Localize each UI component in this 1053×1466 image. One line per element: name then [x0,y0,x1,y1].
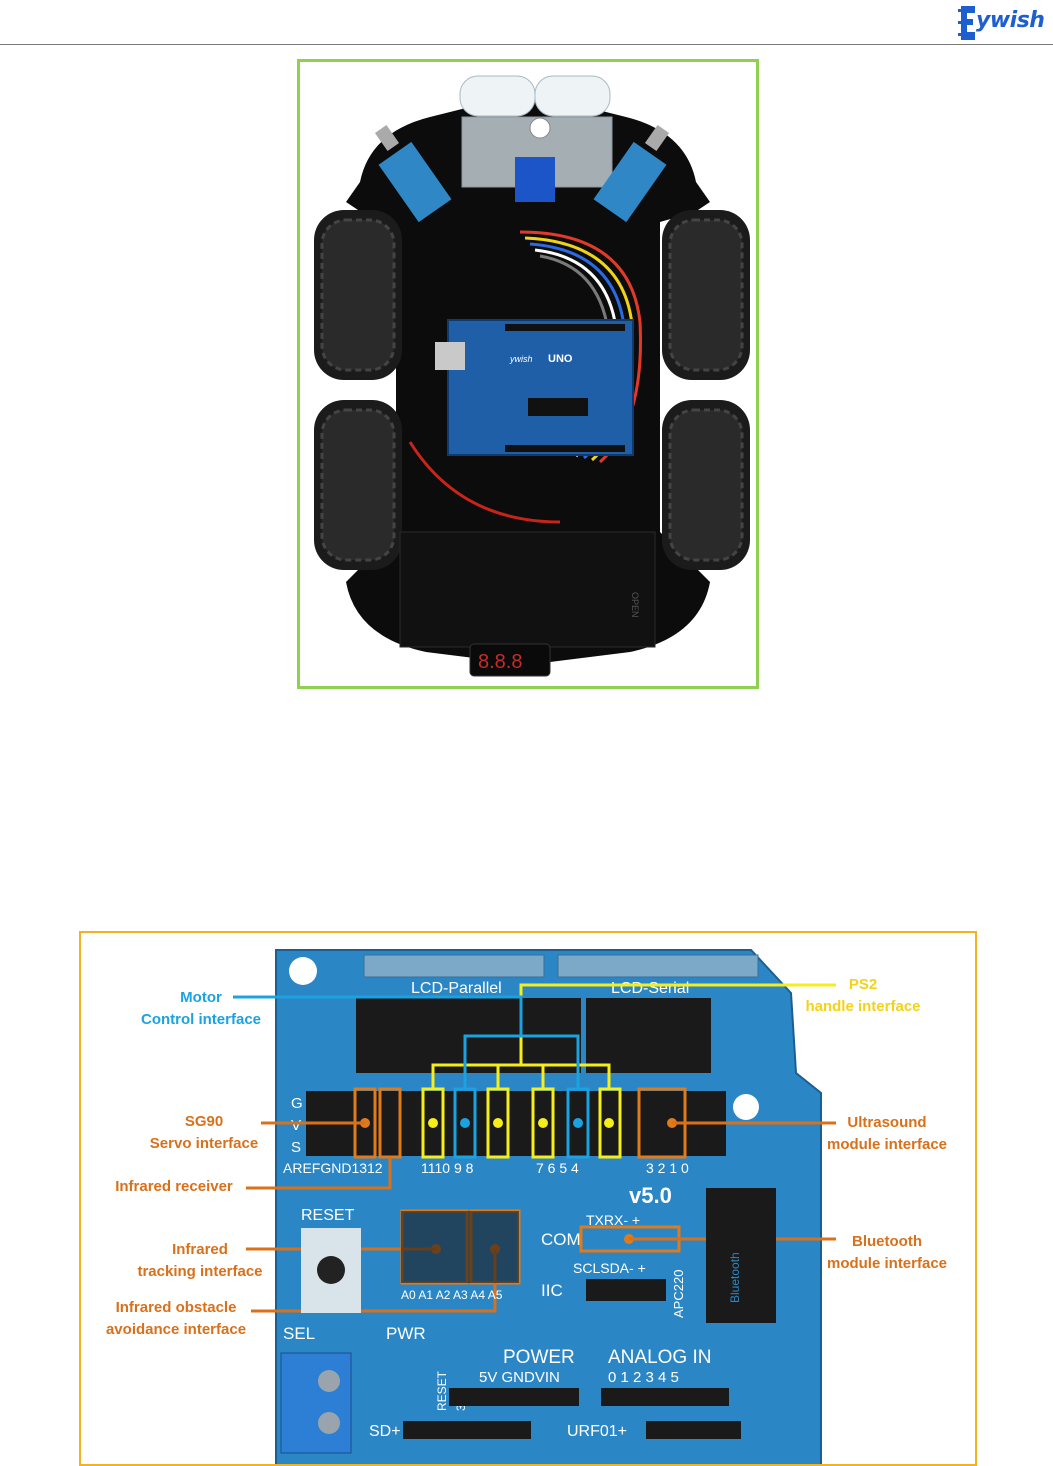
analog-pin-block [401,1211,519,1283]
car-photo: UNO ywish OPEN 8.8.8 [314,75,750,677]
label-lcd-serial: LCD-Serial [611,980,689,997]
shield-diagram-frame: LCD-Parallel LCD-Serial G V S AREFGND131… [79,931,977,1466]
top-header-right [557,954,759,978]
board-brand: ywish [509,354,533,364]
label-urf01: URF01+ [567,1423,627,1440]
ir-sensor-right [593,124,670,223]
label-power-pins: 5V GNDVIN [479,1369,560,1386]
callout-ps2-line1: PS2 [849,976,877,993]
digital-3-0-label: 3 2 1 0 [646,1160,689,1176]
arduino-board: UNO ywish [435,319,634,456]
header-rule [0,44,1053,45]
voltage-display: 8.8.8 [469,643,551,677]
logo-text: ywish [976,8,1045,33]
callout-motor-line2: Control interface [141,1011,261,1028]
motor-pin-highlights [233,995,590,1159]
label-sel: SEL [283,1324,315,1343]
shield-diagram: LCD-Parallel LCD-Serial G V S AREFGND131… [106,949,947,1464]
gvs-s: S [291,1139,301,1156]
digital-11-8-label: 1110 9 8 [421,1160,474,1176]
callout-ir-tracking-line1: Infrared [172,1241,228,1258]
board-label: UNO [548,353,573,365]
label-sclsda: SCLSDA- + [573,1260,646,1276]
ir-sensor-left [374,124,452,223]
power-header [449,1388,579,1406]
label-pwr: PWR [386,1324,426,1343]
label-reset: RESET [301,1207,355,1224]
callout-motor-line1: Motor [180,989,222,1006]
analog-row-label: A0 A1 A2 A3 A4 A5 [401,1288,503,1302]
display-readout: 8.8.8 [478,651,522,673]
callout-ps2-line2: handle interface [805,998,920,1015]
mount-hole [289,957,317,985]
ps2-pin-highlights [421,983,836,1159]
label-analog-nums: 0 1 2 3 4 5 [608,1369,679,1386]
ultrasonic-sensor-mount [459,75,613,202]
callout-bluetooth-line2: module interface [827,1255,947,1272]
wheel-front-left [314,210,402,380]
label-reset-pin: RESET [435,1370,449,1411]
callout-ir-obstacle-line2: avoidance interface [106,1321,246,1338]
label-power: POWER [503,1347,575,1368]
battery-box: OPEN [399,531,656,648]
wheel-rear-left [314,400,402,570]
label-txrx: TXRX- + [586,1212,640,1228]
label-bluetooth-header: Bluetooth [728,1252,742,1303]
callout-ir-receiver: Infrared receiver [115,1178,233,1195]
gvs-g: G [291,1095,303,1112]
bluetooth-header [706,1188,776,1323]
callout-bluetooth-line1: Bluetooth [852,1233,922,1250]
gear-logo-icon [958,6,975,40]
label-com: COM [541,1230,581,1249]
brand-logo: ywish [958,2,1052,42]
analog-header [601,1388,729,1406]
callout-sg90-line2: Servo interface [150,1135,258,1152]
digital-7-4-label: 7 6 5 4 [536,1160,579,1176]
power-terminal [280,1352,352,1454]
car-photo-frame: UNO ywish OPEN 8.8.8 [297,59,759,689]
callout-ultrasound-line2: module interface [827,1136,947,1153]
callout-sg90-line1: SG90 [185,1113,223,1130]
wheel-rear-right [662,400,750,570]
label-sd: SD+ [369,1423,401,1440]
pin-markers [428,1118,614,1128]
iic-header [586,1279,666,1301]
urf01-header [646,1421,741,1439]
version-label: v5.0 [629,1183,672,1208]
top-header-left [363,954,545,978]
digital-left-label: AREFGND1312 [283,1160,383,1176]
lcd-serial-connector [586,998,711,1073]
label-analog-in: ANALOG IN [608,1347,711,1368]
callout-ir-tracking-line2: tracking interface [137,1263,262,1280]
battery-label: OPEN [630,592,640,618]
label-lcd-parallel: LCD-Parallel [411,980,502,997]
sd-header [403,1421,531,1439]
mount-hole [733,1094,759,1120]
wheel-front-right [662,210,750,380]
label-apc220: APC220 [671,1270,686,1318]
callout-ir-obstacle-line1: Infrared obstacle [116,1299,237,1316]
callout-ultrasound-line1: Ultrasound [847,1114,926,1131]
label-iic: IIC [541,1281,563,1300]
callout-labels: Motor Control interface PS2 handle inter… [106,976,947,1338]
gvs-v: V [291,1117,301,1134]
